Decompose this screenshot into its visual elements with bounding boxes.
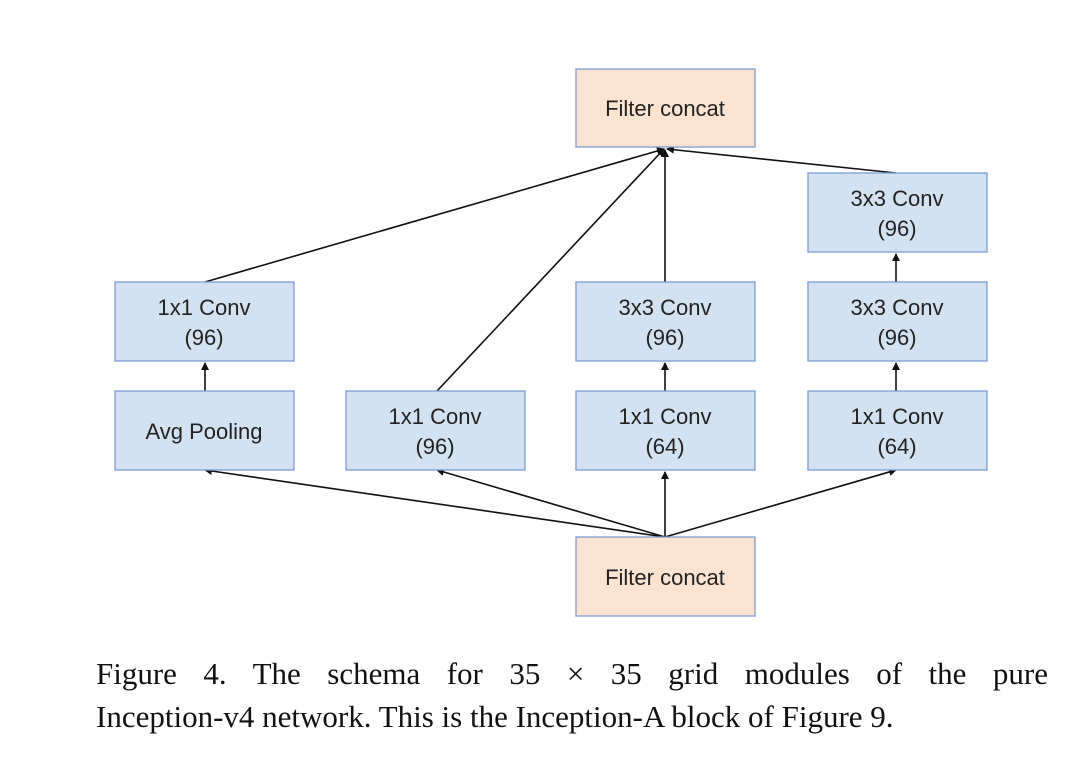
node-bottom-filter-concat: Filter concat	[575, 536, 756, 617]
node-avg-pooling: Avg Pooling	[114, 390, 295, 471]
node-label: Avg Pooling	[145, 419, 262, 444]
node-label: 3x3 Conv	[851, 186, 944, 211]
node-label: Filter concat	[605, 96, 725, 121]
node-sublabel: (64)	[645, 434, 684, 459]
node-label: 3x3 Conv	[851, 295, 944, 320]
node-label: Filter concat	[605, 565, 725, 590]
edge-1x1-conv-b-to-top-concat	[436, 148, 665, 392]
node-3x3-conv-right-top: 3x3 Conv (96)	[807, 172, 988, 253]
node-1x1-conv-left-upper: 1x1 Conv (96)	[114, 281, 295, 362]
node-3x3-conv-center-upper: 3x3 Conv (96)	[575, 281, 756, 362]
caption-line-1: Figure 4. The schema for 35 × 35 grid mo…	[96, 656, 1048, 691]
node-sublabel: (96)	[645, 325, 684, 350]
node-sublabel: (64)	[877, 434, 916, 459]
edges	[201, 145, 900, 538]
node-sublabel: (96)	[877, 216, 916, 241]
figure-caption: Figure 4. The schema for 35 × 35 grid mo…	[96, 652, 1048, 738]
node-label: 1x1 Conv	[851, 404, 944, 429]
edge-bottom-concat-to-avg-pooling	[204, 467, 666, 538]
node-label: 1x1 Conv	[619, 404, 712, 429]
node-sublabel: (96)	[184, 325, 223, 350]
node-label: 1x1 Conv	[389, 404, 482, 429]
node-label: 3x3 Conv	[619, 295, 712, 320]
node-label: 1x1 Conv	[158, 295, 251, 320]
node-sublabel: (96)	[877, 325, 916, 350]
node-1x1-conv-right-lower: 1x1 Conv (64)	[807, 390, 988, 471]
caption-line-2: Inception-v4 network. This is the Incept…	[96, 699, 894, 734]
inception-a-diagram: Filter concat 3x3 Conv (96) 1x1 Conv (96…	[114, 68, 988, 617]
node-1x1-conv-center-lower: 1x1 Conv (64)	[575, 390, 756, 471]
node-1x1-conv-second: 1x1 Conv (96)	[345, 390, 526, 471]
edge-bottom-concat-to-1x1-conv-b	[436, 468, 666, 538]
edge-3x3-conv-r-top-to-top-concat	[666, 145, 897, 174]
node-sublabel: (96)	[415, 434, 454, 459]
edge-1x1-conv-a-to-top-concat	[204, 147, 665, 283]
node-3x3-conv-right-mid: 3x3 Conv (96)	[807, 281, 988, 362]
edge-bottom-concat-to-1x1-conv-r	[664, 468, 897, 538]
node-top-filter-concat: Filter concat	[575, 68, 756, 148]
